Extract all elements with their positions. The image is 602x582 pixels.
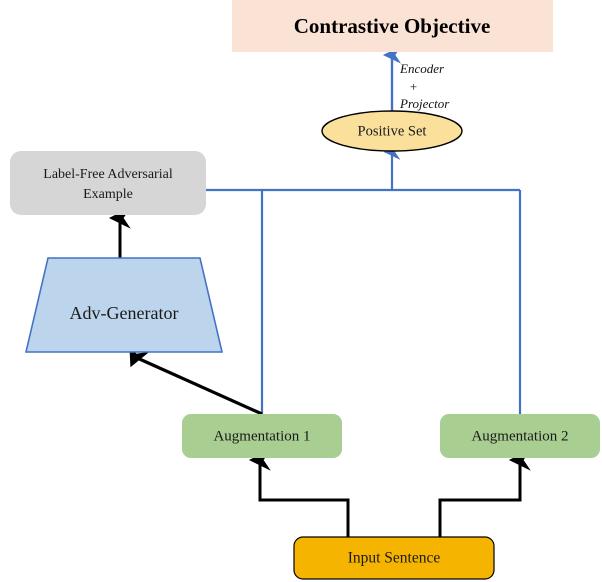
node-input-sentence[interactable]	[293, 536, 495, 580]
contrastive-objective-label: Contrastive Objective	[294, 14, 491, 38]
node-label-free-adversarial-example[interactable]	[10, 151, 206, 215]
node-positive-set[interactable]	[321, 110, 463, 152]
augmentation-1-label: Augmentation 1	[213, 428, 310, 444]
edge-aug1-to-advgen	[129, 342, 263, 416]
node-augmentation-1[interactable]	[182, 414, 342, 458]
augmentation-2-label: Augmentation 2	[471, 428, 568, 444]
edge-input-to-aug1	[248, 449, 350, 537]
edge-input-to-aug2	[438, 449, 531, 537]
encoder-projector-label-line2: +	[409, 79, 418, 94]
label-free-adversarial-example-label-line2: Example	[83, 187, 133, 202]
label-free-adversarial-example-label-line1: Label-Free Adversarial	[43, 167, 173, 182]
positive-set-label: Positive Set	[358, 123, 427, 139]
adv-generator-label: Adv-Generator	[70, 303, 179, 323]
node-augmentation-2[interactable]	[440, 414, 600, 458]
node-contrastive-objective[interactable]	[232, 0, 553, 52]
node-adv-generator[interactable]	[24, 257, 224, 353]
encoder-projector-label-line1: Encoder	[399, 61, 445, 76]
input-sentence-label: Input Sentence	[348, 550, 441, 567]
encoder-projector-label-line3: Projector	[399, 96, 450, 111]
